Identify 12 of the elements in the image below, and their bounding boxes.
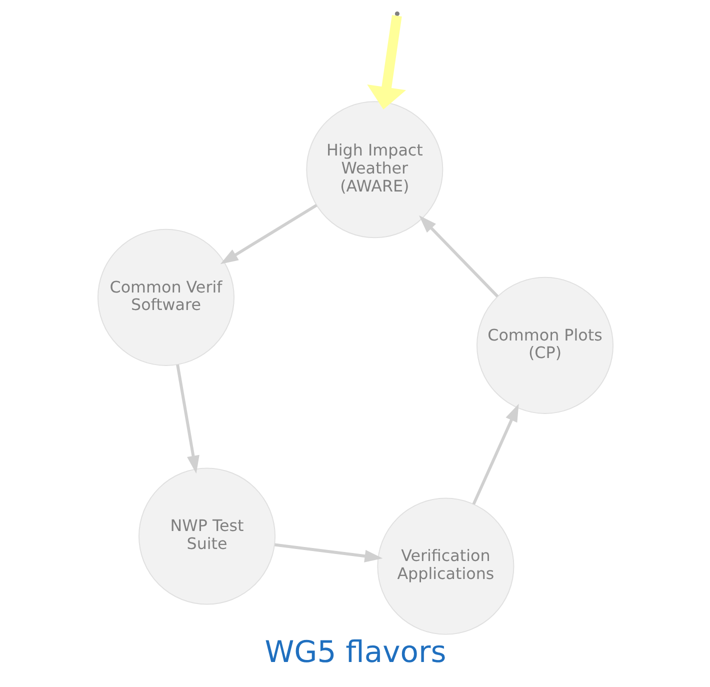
node-circle: Verification Applications [376, 498, 514, 635]
diagram-title: WG5 flavors [264, 635, 446, 670]
node-circle: Common Verif Software [96, 228, 234, 366]
node-circle: Common Plots (CP) [476, 276, 614, 414]
node-circle: NWP Test Suite [138, 468, 276, 605]
arrow [366, 15, 406, 110]
arrow [176, 364, 199, 474]
arrow [418, 215, 498, 298]
arrow [220, 204, 317, 264]
arrow [472, 404, 518, 505]
arrow [274, 543, 382, 562]
node-circle: High Impact Weather (AWARE) [306, 101, 443, 238]
